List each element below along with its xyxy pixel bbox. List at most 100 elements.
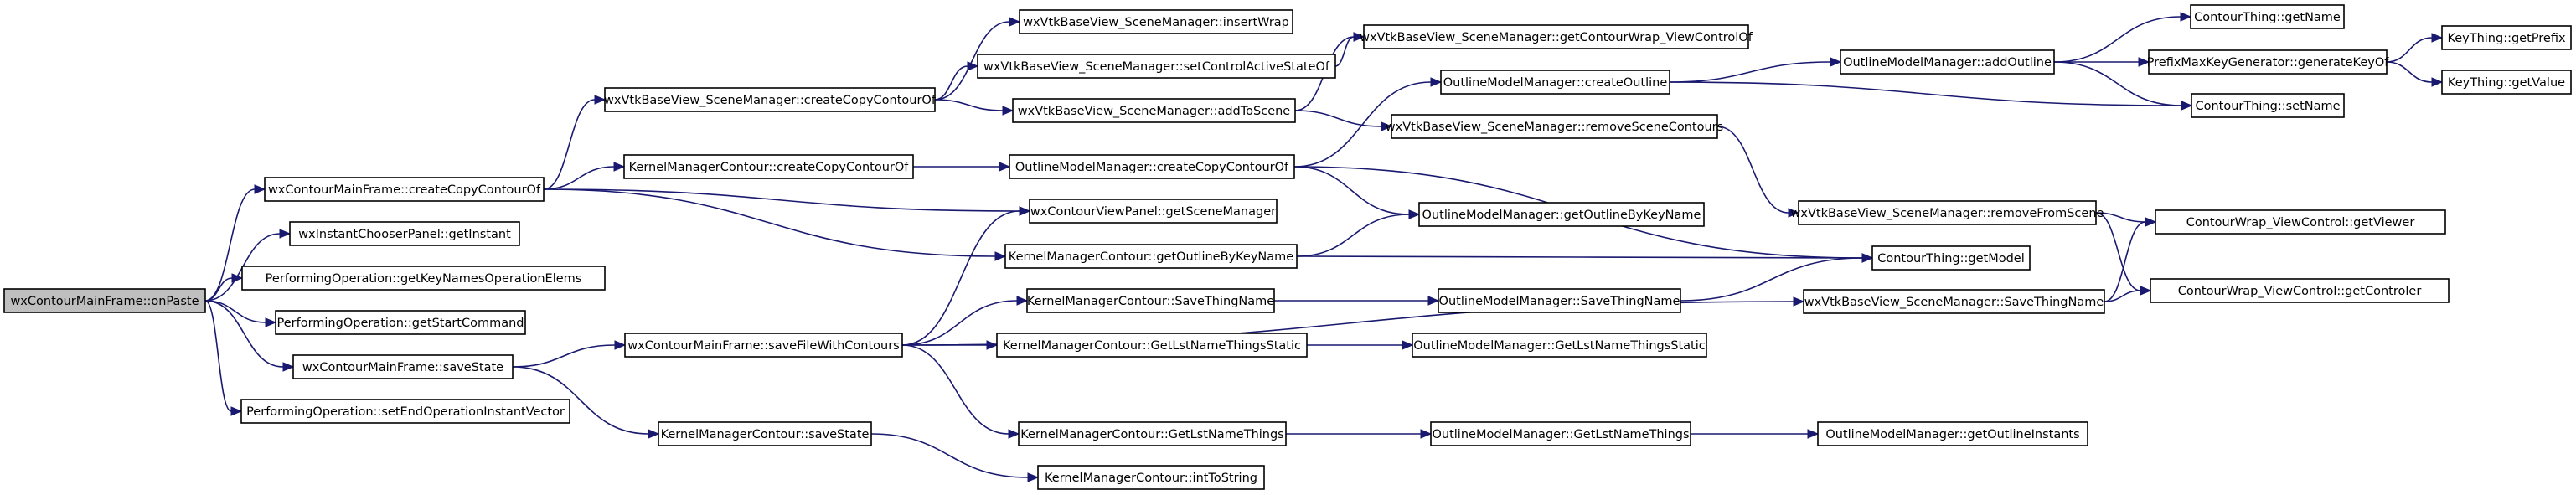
node-n0[interactable]: wxContourMainFrame::onPaste xyxy=(3,288,206,313)
edge-line xyxy=(1296,255,1863,259)
node-n33[interactable]: ContourThing::getName xyxy=(2190,4,2345,29)
edge-n12-n20 xyxy=(870,433,1040,482)
edge-line xyxy=(1680,257,1863,302)
node-n6[interactable]: PerformingOperation::setEndOperationInst… xyxy=(240,399,570,424)
node-n35[interactable]: ContourThing::setName xyxy=(2191,93,2345,118)
arrowhead xyxy=(265,317,277,327)
node-n29[interactable]: wxVtkBaseView_SceneManager::removeFromSc… xyxy=(1791,200,2104,225)
node-n37[interactable]: ContourWrap_ViewControl::getControler xyxy=(2150,278,2450,303)
node-n22[interactable]: OutlineModelManager::createOutline xyxy=(1440,70,1670,95)
node-n16[interactable]: OutlineModelManager::createCopyContourOf xyxy=(1009,154,1295,179)
arrowhead xyxy=(1430,77,1443,87)
edge-line xyxy=(870,433,1029,478)
node-label: KernelManagerContour::intToString xyxy=(1045,472,1257,485)
node-n36[interactable]: ContourWrap_ViewControl::getViewer xyxy=(2155,209,2446,235)
edge-n11-n19 xyxy=(901,344,1020,439)
node-n4[interactable]: PerformingOperation::getStartCommand xyxy=(275,310,526,335)
node-label: wxVtkBaseView_SceneManager::removeFromSc… xyxy=(1791,207,2104,220)
node-box xyxy=(240,399,570,424)
node-n1[interactable]: wxContourMainFrame::createCopyContourOf xyxy=(264,177,545,202)
node-n12[interactable]: KernelManagerContour::saveState xyxy=(658,421,872,446)
node-label: wxVtkBaseView_SceneManager::setControlAc… xyxy=(983,60,1330,74)
arrowhead xyxy=(1027,472,1040,482)
node-n20[interactable]: KernelManagerContour::intToString xyxy=(1037,465,1265,490)
node-label: ContourThing::getName xyxy=(2194,11,2341,24)
node-box xyxy=(1438,288,1681,313)
node-n30[interactable]: ContourThing::getModel xyxy=(1871,245,2031,271)
node-n23[interactable]: wxVtkBaseView_SceneManager::removeSceneC… xyxy=(1386,114,1723,139)
edge-line xyxy=(543,188,996,257)
node-n13[interactable]: wxVtkBaseView_SceneManager::insertWrap xyxy=(1019,9,1293,34)
node-n5[interactable]: wxContourMainFrame::saveState xyxy=(292,354,514,379)
edge-n16-n22 xyxy=(1293,77,1443,168)
node-box xyxy=(2150,278,2450,303)
node-n31[interactable]: wxVtkBaseView_SceneManager::SaveThingNam… xyxy=(1803,289,2105,314)
node-box xyxy=(624,333,903,358)
node-n9[interactable]: wxContourViewPanel::getSceneManager xyxy=(1029,199,1278,224)
node-n38[interactable]: KeyThing::getPrefix xyxy=(2441,25,2572,50)
node-n27[interactable]: OutlineModelManager::GetLstNameThings xyxy=(1430,421,1691,446)
node-box xyxy=(1430,421,1691,446)
edge-n34-n39 xyxy=(2386,61,2444,87)
node-box xyxy=(2191,93,2345,118)
node-n14[interactable]: wxVtkBaseView_SceneManager::setControlAc… xyxy=(977,54,1336,79)
node-n39[interactable]: KeyThing::getValue xyxy=(2441,70,2572,95)
node-label: ContourWrap_ViewControl::getViewer xyxy=(2186,216,2415,229)
node-n34[interactable]: PrefixMaxKeyGenerator::generateKeyOf xyxy=(2147,49,2390,75)
arrowhead xyxy=(1427,296,1440,306)
node-label: OutlineModelManager::getOutlineInstants xyxy=(1825,428,2079,441)
node-n21[interactable]: wxVtkBaseView_SceneManager::getContourWr… xyxy=(1360,24,1753,49)
node-box xyxy=(1817,421,2088,446)
edge-line xyxy=(2095,212,2141,291)
arrowhead xyxy=(1009,17,1021,27)
edge-n11-n17 xyxy=(901,296,1029,346)
node-n32[interactable]: OutlineModelManager::getOutlineInstants xyxy=(1817,421,2088,446)
node-box xyxy=(1009,154,1295,179)
edge-n22-n35 xyxy=(1669,81,2193,111)
node-n17[interactable]: KernelManagerContour::SaveThingName xyxy=(1026,288,1275,313)
node-label: OutlineModelManager::addOutline xyxy=(1843,56,2052,70)
node-n11[interactable]: wxContourMainFrame::saveFileWithContours xyxy=(624,333,903,358)
edge-n8-n16 xyxy=(913,162,1011,172)
edge-line xyxy=(2095,212,2146,223)
arrowhead xyxy=(2181,101,2193,111)
node-n26[interactable]: OutlineModelManager::GetLstNameThingsSta… xyxy=(1412,333,1707,358)
node-n18[interactable]: KernelManagerContour::GetLstNameThingsSt… xyxy=(996,333,1308,358)
edge-line xyxy=(2104,290,2141,302)
node-n28[interactable]: OutlineModelManager::addOutline xyxy=(1840,49,2055,75)
edge-n31-n36 xyxy=(2104,217,2157,302)
edge-line xyxy=(934,21,1010,101)
node-label: wxVtkBaseView_SceneManager::removeSceneC… xyxy=(1386,121,1723,134)
edge-line xyxy=(1716,126,1789,214)
arrowhead xyxy=(1788,208,1800,218)
arrowhead xyxy=(2431,77,2444,87)
edge-n0-n5 xyxy=(204,300,295,372)
node-n8[interactable]: KernelManagerContour::createCopyContourO… xyxy=(623,154,914,179)
arrowhead xyxy=(1807,429,1820,439)
node-n2[interactable]: wxInstantChooserPanel::getInstant xyxy=(289,221,520,246)
node-label: wxVtkBaseView_SceneManager::insertWrap xyxy=(1023,16,1289,29)
node-n25[interactable]: OutlineModelManager::SaveThingName xyxy=(1438,288,1681,313)
node-label: wxVtkBaseView_SceneManager::addToScene xyxy=(1018,105,1291,118)
node-n19[interactable]: KernelManagerContour::GetLstNameThings xyxy=(1018,421,1287,446)
node-n24[interactable]: OutlineModelManager::getOutlineByKeyName xyxy=(1418,202,1705,227)
node-n7[interactable]: wxVtkBaseView_SceneManager::createCopyCo… xyxy=(604,87,937,112)
node-n10[interactable]: KernelManagerContour::getOutlineByKeyNam… xyxy=(1004,244,1298,269)
node-n3[interactable]: PerformingOperation::getKeyNamesOperatio… xyxy=(241,266,606,291)
edge-n11-n9 xyxy=(901,206,1031,346)
arrowhead xyxy=(282,362,295,372)
node-box xyxy=(289,221,520,246)
node-box xyxy=(1871,245,2031,271)
node-box xyxy=(275,310,526,335)
edge-n7-n15 xyxy=(934,99,1014,116)
edge-line xyxy=(901,300,1018,346)
edge-line xyxy=(2053,61,2182,106)
node-label: OutlineModelManager::GetLstNameThingsSta… xyxy=(1413,339,1706,353)
edge-n16-n24 xyxy=(1293,166,1421,219)
node-box xyxy=(1418,202,1705,227)
arrowhead xyxy=(279,229,292,239)
node-label: KernelManagerContour::createCopyContourO… xyxy=(629,161,910,174)
node-box xyxy=(1840,49,2055,75)
node-n15[interactable]: wxVtkBaseView_SceneManager::addToScene xyxy=(1012,98,1296,123)
